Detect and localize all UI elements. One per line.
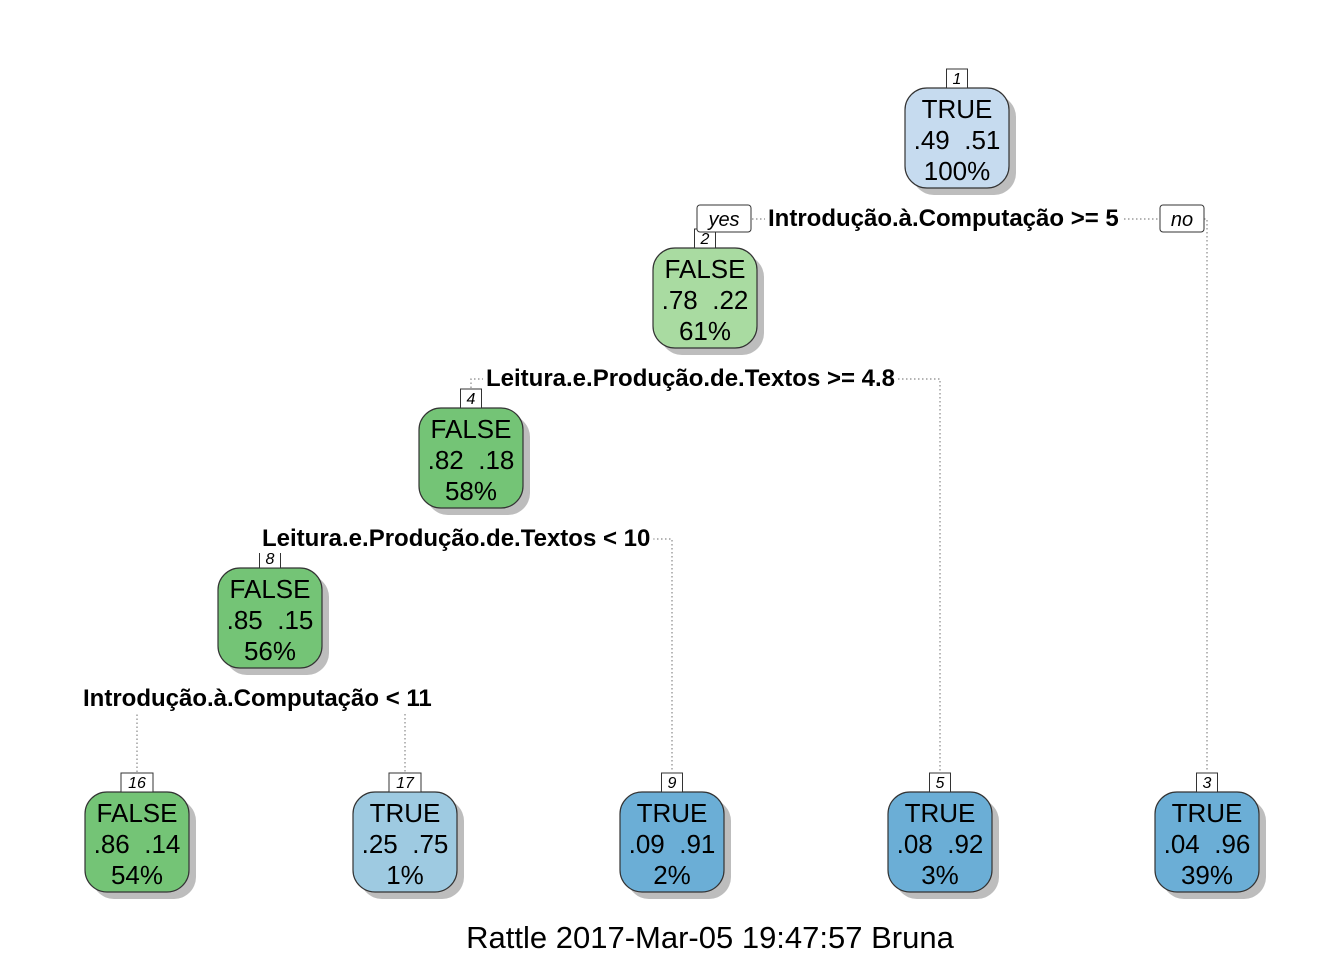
split-rule-label: Leitura.e.Produção.de.Textos >= 4.8 — [486, 365, 895, 392]
node-class-label: TRUE — [637, 798, 708, 828]
node-id-label: 1 — [953, 71, 962, 88]
node-class-label: TRUE — [905, 798, 976, 828]
node-id-tag — [1196, 772, 1218, 793]
node-percentage: 1% — [386, 860, 424, 890]
split-rule-label: Introdução.à.Computação >= 5 — [768, 205, 1119, 232]
branch-yes-tag: yes — [696, 204, 752, 233]
node-probabilities: .86 .14 — [94, 829, 181, 859]
split-rule-label: Leitura.e.Produção.de.Textos < 10 — [262, 525, 650, 552]
node-probabilities: .49 .51 — [914, 125, 1001, 155]
node-probabilities: .25 .75 — [362, 829, 449, 859]
split-rule-bg — [765, 204, 1122, 233]
node-probabilities: .09 .91 — [629, 829, 716, 859]
node-class-label: FALSE — [665, 254, 746, 284]
split-rule-bg — [80, 684, 435, 713]
node-percentage: 61% — [679, 316, 731, 346]
node-percentage: 56% — [244, 636, 296, 666]
node-id-tag — [661, 772, 683, 793]
node-class-label: TRUE — [370, 798, 441, 828]
node-id-label: 17 — [396, 775, 415, 792]
node-percentage: 2% — [653, 860, 691, 890]
split-rule-bg — [259, 524, 654, 553]
node-id-tag — [929, 772, 951, 793]
split-1-connector — [704, 218, 1208, 772]
node-id-label: 3 — [1203, 775, 1212, 792]
node-id-label: 9 — [668, 775, 677, 792]
node-class-label: FALSE — [431, 414, 512, 444]
node-class-label: TRUE — [1172, 798, 1243, 828]
node-id-label: 2 — [700, 231, 710, 248]
node-probabilities: .82 .18 — [428, 445, 515, 475]
node-probabilities: .85 .15 — [227, 605, 314, 635]
split-2-connector — [470, 378, 941, 772]
node-probabilities: .78 .22 — [662, 285, 749, 315]
node-percentage: 100% — [924, 156, 991, 186]
node-class-label: FALSE — [97, 798, 178, 828]
branch-no-label: no — [1171, 209, 1193, 231]
split-rule-label: Introdução.à.Computação < 11 — [83, 685, 432, 712]
split-rule-bg — [483, 364, 899, 393]
node-probabilities: .04 .96 — [1164, 829, 1251, 859]
node-id-label: 5 — [936, 775, 945, 792]
node-id-tag — [460, 388, 482, 409]
node-class-label: TRUE — [922, 94, 993, 124]
branch-yes-label: yes — [706, 209, 739, 231]
node-id-tag — [946, 68, 968, 89]
node-id-label: 8 — [266, 551, 275, 568]
node-percentage: 58% — [445, 476, 497, 506]
node-class-label: FALSE — [230, 574, 311, 604]
split-4-connector — [269, 538, 673, 772]
node-percentage: 54% — [111, 860, 163, 890]
node-id-tag — [120, 772, 154, 793]
footer-caption: Rattle 2017-Mar-05 19:47:57 Bruna — [466, 920, 954, 955]
node-id-label: 4 — [467, 391, 476, 408]
node-probabilities: .08 .92 — [897, 829, 984, 859]
node-percentage: 3% — [921, 860, 959, 890]
node-id-tag — [388, 772, 422, 793]
node-id-label: 16 — [128, 775, 146, 792]
split-8-connector — [136, 698, 406, 772]
node-percentage: 39% — [1181, 860, 1233, 890]
branch-no-tag: no — [1159, 204, 1205, 233]
